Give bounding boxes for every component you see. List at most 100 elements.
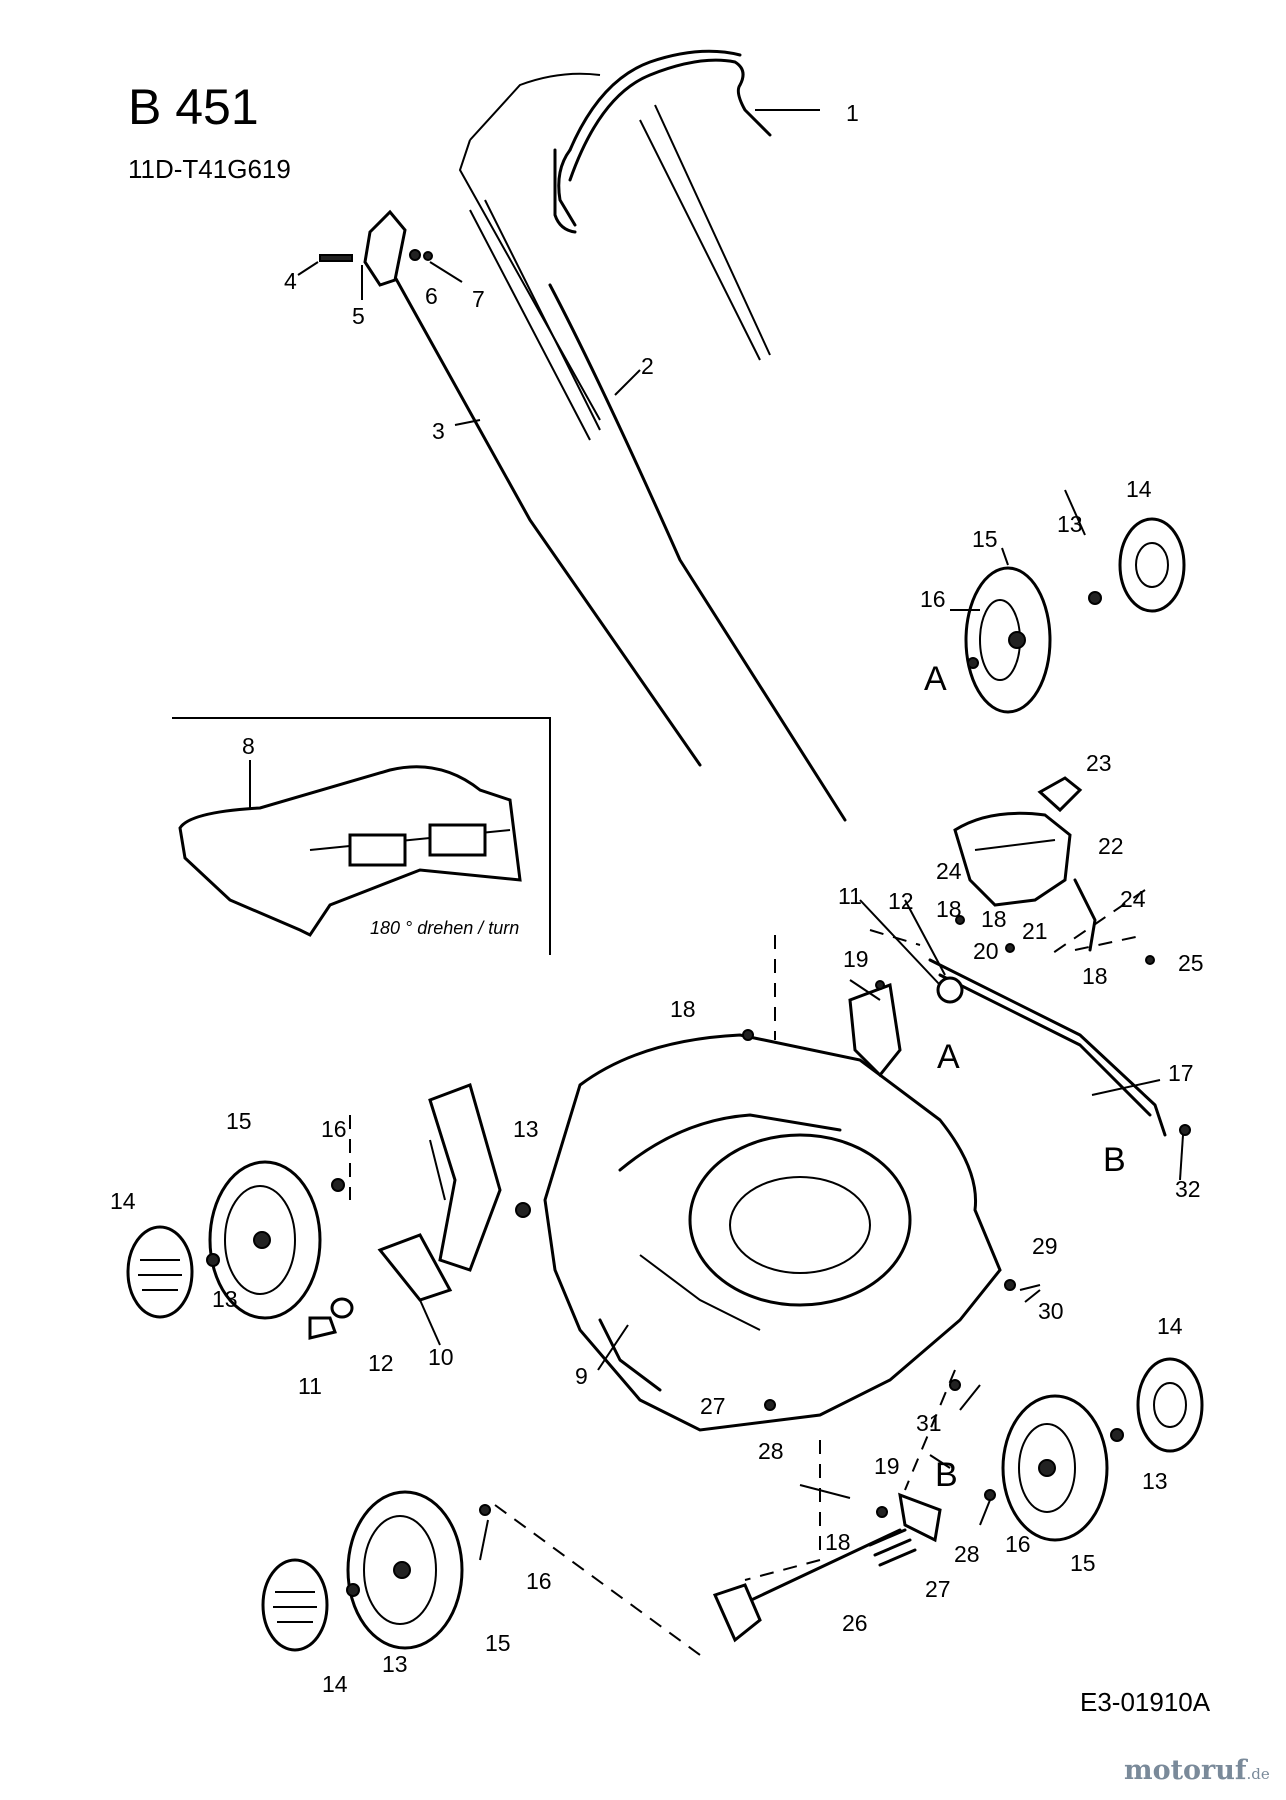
callout-15: 15	[972, 526, 998, 552]
callout-13: 13	[1142, 1468, 1168, 1494]
callout-15: 15	[485, 1630, 511, 1656]
callout-24: 24	[1120, 886, 1146, 912]
callout-27: 27	[700, 1393, 726, 1419]
nut	[1088, 591, 1102, 605]
callout-18: 18	[825, 1529, 851, 1555]
nut	[206, 1253, 220, 1267]
callout-14: 14	[1157, 1313, 1183, 1339]
callout-16: 16	[920, 586, 946, 612]
callout-16: 16	[1005, 1531, 1031, 1557]
lower-handle	[469, 199, 601, 441]
callout-6: 6	[425, 283, 438, 309]
switch-23	[1037, 776, 1083, 813]
watermark-logo: motoruf.de	[1124, 1755, 1270, 1786]
assembly-lines	[349, 889, 1146, 1656]
inset-frame	[172, 717, 551, 955]
callout-20: 20	[973, 938, 999, 964]
nut	[764, 1399, 776, 1411]
callout-31: 31	[916, 1410, 942, 1436]
nut	[1004, 1279, 1016, 1291]
nut	[742, 1029, 754, 1041]
drawing-code: E3-01910A	[1080, 1687, 1211, 1717]
callout-13: 13	[513, 1116, 539, 1142]
callout-32: 32	[1175, 1176, 1201, 1202]
axle-26	[712, 1492, 942, 1643]
leader-lines	[249, 109, 1184, 1561]
nut	[1110, 1428, 1124, 1442]
connection-letter-b: B	[1103, 1141, 1126, 1179]
bolt-11	[308, 1316, 337, 1340]
nut	[876, 1506, 888, 1518]
rear-axle-inner	[938, 973, 1152, 1117]
nut	[479, 1504, 491, 1516]
nut	[949, 1379, 961, 1391]
callout-10: 10	[428, 1344, 454, 1370]
callout-7: 7	[472, 286, 485, 312]
nut	[331, 1178, 345, 1192]
callout-14: 14	[1126, 476, 1152, 502]
nut	[515, 1202, 531, 1218]
hubcap-front-left	[126, 1225, 194, 1319]
grass-catcher	[178, 765, 522, 937]
callout-19: 19	[843, 946, 869, 972]
wheel-rear-left	[346, 1490, 464, 1650]
nut	[1145, 955, 1155, 965]
callout-18: 18	[936, 896, 962, 922]
nut	[875, 980, 885, 990]
callout-28: 28	[758, 1438, 784, 1464]
inset-note: 180 ° drehen / turn	[370, 918, 520, 938]
callout-25: 25	[1178, 950, 1204, 976]
callout-11: 11	[298, 1373, 322, 1399]
watermark-tld: .de	[1246, 1765, 1270, 1783]
callout-12: 12	[888, 888, 914, 914]
upper-handle	[458, 49, 772, 421]
rear-axle	[928, 958, 1167, 1137]
callout-13: 13	[212, 1286, 238, 1312]
callout-2: 2	[641, 353, 654, 379]
control-rod	[388, 266, 702, 767]
callout-15: 15	[1070, 1550, 1096, 1576]
callout-12: 12	[368, 1350, 394, 1376]
wheel-front-left	[208, 1160, 322, 1320]
callout-4: 4	[284, 268, 297, 294]
washer-12	[330, 1297, 354, 1319]
callout-22: 22	[1098, 833, 1124, 859]
callout-18: 18	[670, 996, 696, 1022]
callout-29: 29	[1032, 1233, 1058, 1259]
callout-3: 3	[432, 418, 445, 444]
watermark-main: motoruf	[1124, 1755, 1247, 1786]
callout-5: 5	[352, 303, 365, 329]
callout-18: 18	[1082, 963, 1108, 989]
callout-19: 19	[874, 1453, 900, 1479]
wheel-front-right	[964, 566, 1052, 714]
connection-letter-b: B	[935, 1456, 958, 1494]
callout-24: 24	[936, 858, 962, 884]
nut	[967, 657, 979, 669]
callout-15: 15	[226, 1108, 252, 1134]
callout-21: 21	[1022, 918, 1048, 944]
mower-deck	[543, 1033, 1002, 1432]
height-adjuster	[377, 1083, 502, 1302]
callout-28: 28	[954, 1541, 980, 1567]
wheel-rear-right	[1001, 1394, 1109, 1542]
callout-16: 16	[526, 1568, 552, 1594]
callout-9: 9	[575, 1363, 588, 1389]
callout-17: 17	[1168, 1060, 1194, 1086]
nut	[346, 1583, 360, 1597]
callout-14: 14	[322, 1671, 348, 1697]
callout-11: 11	[838, 883, 862, 909]
connection-letter-a: A	[924, 660, 947, 698]
switch-housing	[319, 209, 433, 287]
callout-13: 13	[1057, 511, 1083, 537]
callout-16: 16	[321, 1116, 347, 1142]
callout-18: 18	[981, 906, 1007, 932]
callout-30: 30	[1038, 1298, 1064, 1324]
model-number: 11D-T41G619	[128, 154, 291, 184]
hubcap-front-right	[1118, 517, 1186, 613]
callout-26: 26	[842, 1610, 868, 1636]
hubcap-rear-left	[261, 1558, 329, 1652]
nut	[1179, 1124, 1191, 1136]
model-title: B 451	[128, 79, 259, 135]
connection-letter-a: A	[937, 1038, 960, 1076]
